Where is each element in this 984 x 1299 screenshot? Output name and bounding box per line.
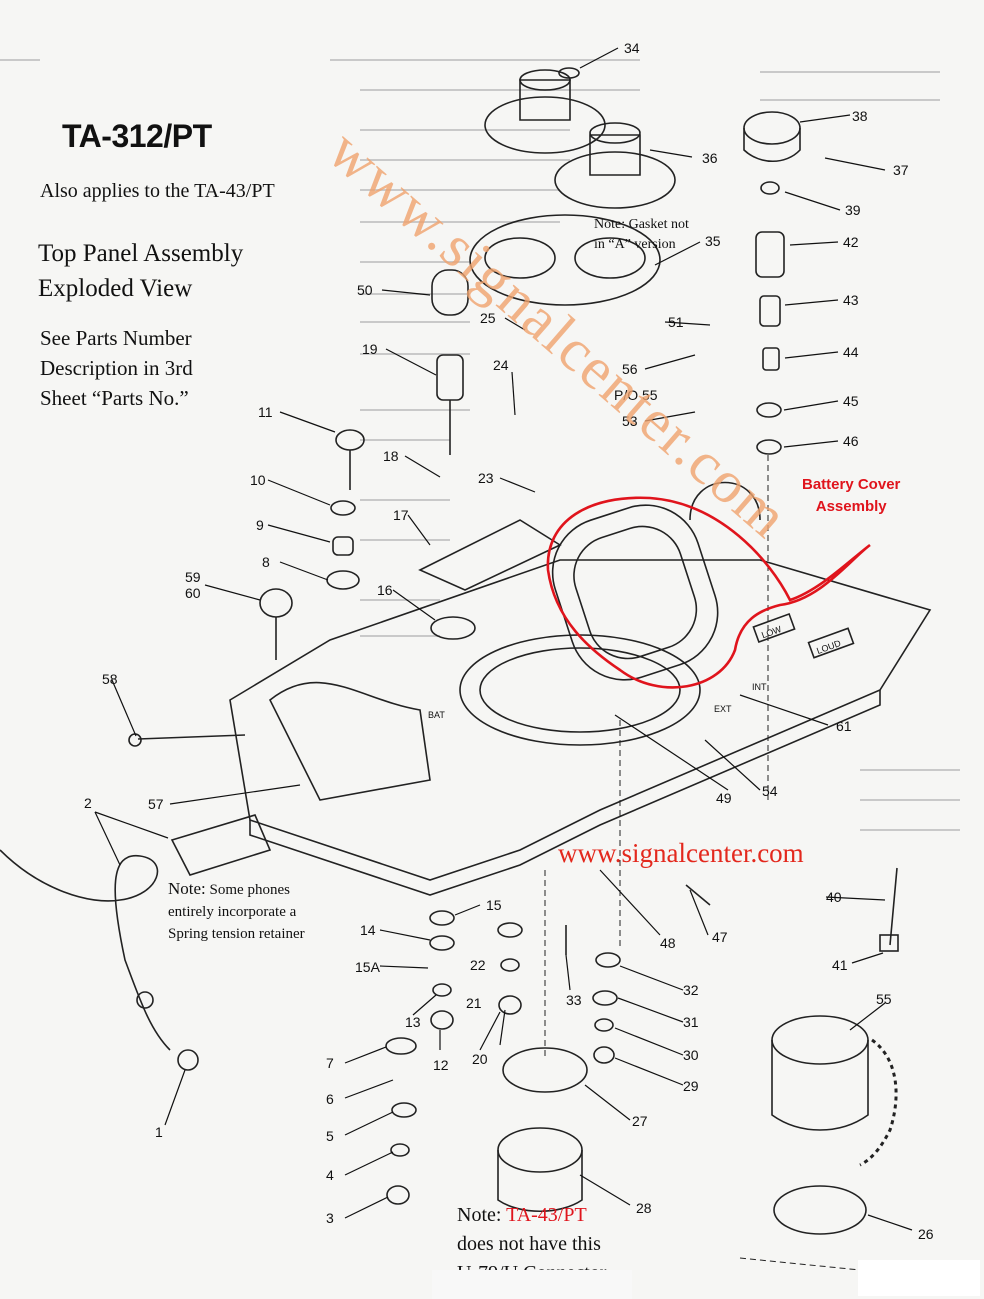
callout-24: 24 — [493, 357, 509, 373]
callout-22: 22 — [470, 957, 486, 973]
callout-57: 57 — [148, 796, 164, 812]
bottom-patch — [432, 1270, 632, 1299]
callout-15: 15 — [486, 897, 502, 913]
callout-20: 20 — [472, 1051, 488, 1067]
connector-28 — [497, 1127, 583, 1173]
callout-60: 60 — [185, 585, 201, 601]
applies-note: Also applies to the TA-43/PT — [40, 180, 275, 202]
battery-cover-highlight — [546, 496, 871, 689]
callout-47: 47 — [712, 929, 728, 945]
callout-35: 35 — [705, 233, 721, 249]
callout-58: 58 — [102, 671, 118, 687]
callout-48: 48 — [660, 935, 676, 951]
receiver-opening — [459, 634, 701, 746]
panel-label-loud: LOUD — [815, 638, 842, 656]
callout-40: 40 — [826, 889, 842, 905]
bead-chain — [859, 1038, 898, 1167]
callout-3: 3 — [326, 1210, 334, 1226]
callout-10: 10 — [250, 472, 266, 488]
page-title: TA-312/PT — [62, 118, 212, 154]
knob-38 — [743, 111, 801, 145]
callout-49: 49 — [716, 790, 732, 806]
gasket-35 — [469, 214, 661, 306]
callout-23: 23 — [478, 470, 494, 486]
callout-42: 42 — [843, 234, 859, 250]
callout-12: 12 — [433, 1057, 449, 1073]
callout-45: 45 — [843, 393, 859, 409]
callout-31: 31 — [683, 1014, 699, 1030]
callout-15a: 15A — [355, 959, 381, 975]
panel-label-int: INT — [752, 682, 767, 692]
knob-34-base — [484, 96, 606, 154]
callout-2: 2 — [84, 795, 92, 811]
panel-label-bat: BAT — [428, 710, 445, 720]
callout-13: 13 — [405, 1014, 421, 1030]
callout-41: 41 — [832, 957, 848, 973]
callout-61: 61 — [836, 718, 852, 734]
callout-30: 30 — [683, 1047, 699, 1063]
faded-background-text — [0, 59, 960, 831]
callout-50: 50 — [357, 282, 373, 298]
callout-38: 38 — [852, 108, 868, 124]
leader-lines — [94, 47, 913, 1231]
callout-54: 54 — [762, 783, 778, 799]
callout-43: 43 — [843, 292, 859, 308]
dust-cap-55 — [771, 1015, 869, 1065]
callout-8: 8 — [262, 554, 270, 570]
callout-14: 14 — [360, 922, 376, 938]
callout-1: 1 — [155, 1124, 163, 1140]
callout-21: 21 — [466, 995, 482, 1011]
callout-32: 32 — [683, 982, 699, 998]
callout-36: 36 — [702, 150, 718, 166]
callout-56: 56 — [622, 361, 638, 377]
knob-36-base — [554, 151, 676, 209]
ring-27 — [502, 1047, 588, 1093]
callout-19: 19 — [362, 341, 378, 357]
callout-p-o-55: P/O 55 — [614, 387, 658, 403]
callout-34: 34 — [624, 40, 640, 56]
callout-5: 5 — [326, 1128, 334, 1144]
callout-44: 44 — [843, 344, 859, 360]
callout-55: 55 — [876, 991, 892, 1007]
callout-17: 17 — [393, 507, 409, 523]
callout-39: 39 — [845, 202, 861, 218]
panel-label-ext: EXT — [714, 704, 732, 714]
signalcenter-url: www.signalcenter.com — [558, 838, 804, 868]
callout-6: 6 — [326, 1091, 334, 1107]
spring-wire — [0, 849, 171, 1051]
callout-53: 53 — [622, 413, 638, 429]
callout-46: 46 — [843, 433, 859, 449]
drawing-lines — [0, 67, 932, 1271]
callout-9: 9 — [256, 517, 264, 533]
part-callouts: 34 36 38 37 39 35 42 43 50 51 25 19 44 5… — [84, 40, 934, 1242]
callout-37: 37 — [893, 162, 909, 178]
callout-26: 26 — [918, 1226, 934, 1242]
corner-patch — [858, 1260, 980, 1296]
callout-28: 28 — [636, 1200, 652, 1216]
callout-25: 25 — [480, 310, 496, 326]
callout-7: 7 — [326, 1055, 334, 1071]
ring-26 — [773, 1185, 867, 1235]
callout-4: 4 — [326, 1167, 334, 1183]
callout-18: 18 — [383, 448, 399, 464]
callout-29: 29 — [683, 1078, 699, 1094]
callout-51: 51 — [668, 314, 684, 330]
callout-33: 33 — [566, 992, 582, 1008]
callout-16: 16 — [377, 582, 393, 598]
callout-59: 59 — [185, 569, 201, 585]
callout-11: 11 — [258, 404, 273, 420]
callout-27: 27 — [632, 1113, 648, 1129]
top-panel-plate — [229, 559, 932, 881]
